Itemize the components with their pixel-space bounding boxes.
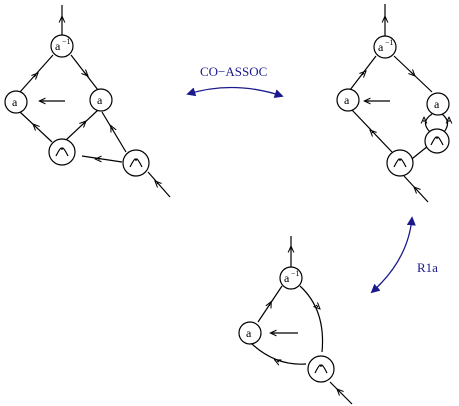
node-a-left (238, 321, 262, 345)
node-comultiplication-2 (424, 128, 450, 154)
double-arrow-co-assoc (186, 86, 284, 99)
wire-in-bottom (329, 381, 353, 405)
node-a-left (336, 88, 360, 112)
move-r1a: R1a (370, 216, 438, 294)
comult-glyph-1 (393, 158, 407, 168)
node-comultiplication-1 (386, 149, 414, 177)
comult-glyph (314, 364, 328, 374)
label-a-left: a (12, 95, 18, 109)
node-a-inverse (373, 35, 397, 59)
node-a-inverse (279, 266, 303, 290)
node-comultiplication-1 (48, 138, 76, 166)
label-a-left: a (246, 326, 252, 340)
wire-in-bottom (147, 171, 171, 198)
label-exp: −1 (62, 37, 71, 46)
wire-aright-comult2 (101, 111, 127, 153)
wire-comult2-aright-a (424, 113, 433, 133)
node-comultiplication-2 (122, 149, 150, 177)
label-a-inverse: a (284, 271, 290, 285)
node-a-left (4, 90, 28, 114)
wire-aleft-comult (251, 343, 307, 365)
diagram-bottom: a −1 a (238, 236, 353, 405)
label-a-left: a (344, 93, 350, 107)
wire-comult2-comult1 (81, 155, 123, 163)
comult-glyph-2 (129, 158, 143, 168)
node-a-right (89, 88, 113, 112)
comult-glyph-1 (55, 147, 69, 157)
wire-aleft-comult (351, 109, 393, 153)
move-label-r1a: R1a (417, 260, 438, 275)
wire-ainv-comult (299, 285, 324, 353)
node-comultiplication (307, 355, 335, 383)
wire-ainv-left (349, 55, 377, 91)
node-a-right (426, 92, 450, 116)
node-a-inverse (50, 34, 74, 58)
double-arrow-r1a (370, 216, 416, 294)
diagram-top-right: a −1 a a (336, 4, 450, 203)
label-exp: −1 (291, 269, 300, 278)
label-a-right: a (97, 93, 103, 107)
wire-ainv-left (19, 54, 54, 93)
label-a-inverse: a (55, 39, 61, 53)
comult-glyph-2 (430, 136, 444, 146)
label-a-right: a (434, 97, 440, 111)
diagram-top-left: a −1 a a (4, 5, 171, 198)
label-exp: −1 (385, 38, 394, 47)
move-label-co-assoc: CO−ASSOC (200, 64, 267, 79)
label-a-inverse: a (378, 40, 384, 54)
move-co-assoc: CO−ASSOC (186, 64, 284, 99)
wire-comult2-aright-b (441, 113, 449, 133)
